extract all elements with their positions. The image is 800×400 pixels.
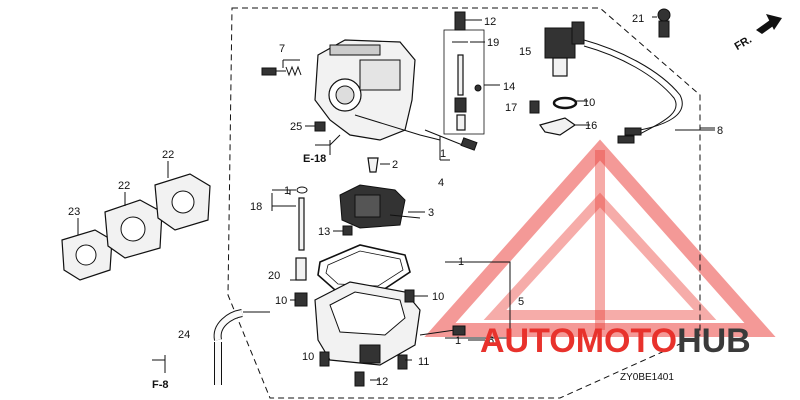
ref-f8: F-8 [152, 379, 169, 391]
main-nozzle-rod [272, 186, 308, 307]
leader-lines [77, 16, 715, 381]
bracket-16 [539, 117, 577, 136]
label-19: 19 [487, 37, 499, 49]
drain-screw [419, 325, 485, 341]
label-7: 7 [279, 43, 285, 55]
label-2: 2 [392, 159, 398, 171]
label-10-d: 12 [376, 376, 388, 388]
watermark-logo [424, 139, 776, 337]
carburetor-body [314, 39, 441, 146]
label-14: 14 [503, 81, 515, 93]
ref-e18: E-18 [303, 153, 326, 165]
screw-13 [333, 225, 353, 236]
idle-screw [424, 129, 478, 161]
insulator-gaskets [61, 173, 211, 281]
label-12: 12 [484, 16, 496, 28]
label-11: 8 [717, 125, 723, 137]
label-1-gasket: 1 [458, 256, 464, 268]
bolt-25 [305, 121, 326, 132]
label-6: 6 [488, 335, 494, 347]
float-3 [339, 184, 425, 229]
label-5: 5 [518, 296, 524, 308]
drain-hose [213, 309, 270, 385]
label-3: 3 [428, 207, 434, 219]
label-10-c: 11 [418, 356, 429, 368]
float-chamber [314, 281, 421, 366]
label-4: 4 [438, 177, 444, 189]
clip-2 [367, 157, 379, 173]
bolts-10 [319, 289, 428, 387]
label-16: 16 [585, 120, 597, 132]
label-23-visible: 21 [632, 13, 644, 25]
label-13: 13 [318, 226, 330, 238]
float-gasket [317, 244, 411, 293]
jet-assembly [443, 11, 500, 135]
label-1-upper: 1 [440, 148, 446, 160]
label-10-b: 10 [302, 351, 314, 363]
diagram-code: ZY0BE1401 [620, 372, 674, 383]
label-1-drain: 1 [455, 335, 461, 347]
watermark-text-dark: HUB [677, 322, 751, 360]
label-10-a: 10 [432, 291, 444, 303]
watermark-text-red: AUTOMOTO [480, 322, 677, 360]
label-18: 18 [250, 201, 262, 213]
label-21: 22 [118, 180, 130, 192]
label-17: 17 [505, 102, 517, 114]
assembly-outline [227, 7, 701, 399]
screw-spring [261, 59, 302, 77]
screw-17 [529, 100, 540, 114]
label-9: 10 [583, 97, 595, 109]
label-20: 20 [268, 270, 280, 282]
o-ring-9 [552, 96, 578, 110]
label-22-left: 23 [68, 206, 80, 218]
label-22-right: 22 [162, 149, 174, 161]
solenoid-valve [544, 21, 715, 144]
label-24: 24 [178, 329, 190, 341]
watermark-text: AUTOMOTOHUB [480, 322, 751, 360]
ref-fr: FR. [733, 34, 754, 53]
label-1-rod: 1 [284, 185, 290, 197]
label-15: 15 [519, 46, 531, 58]
hose-clip-23 [657, 8, 671, 38]
label-25: 25 [290, 121, 302, 133]
label-8: 10 [275, 295, 287, 307]
